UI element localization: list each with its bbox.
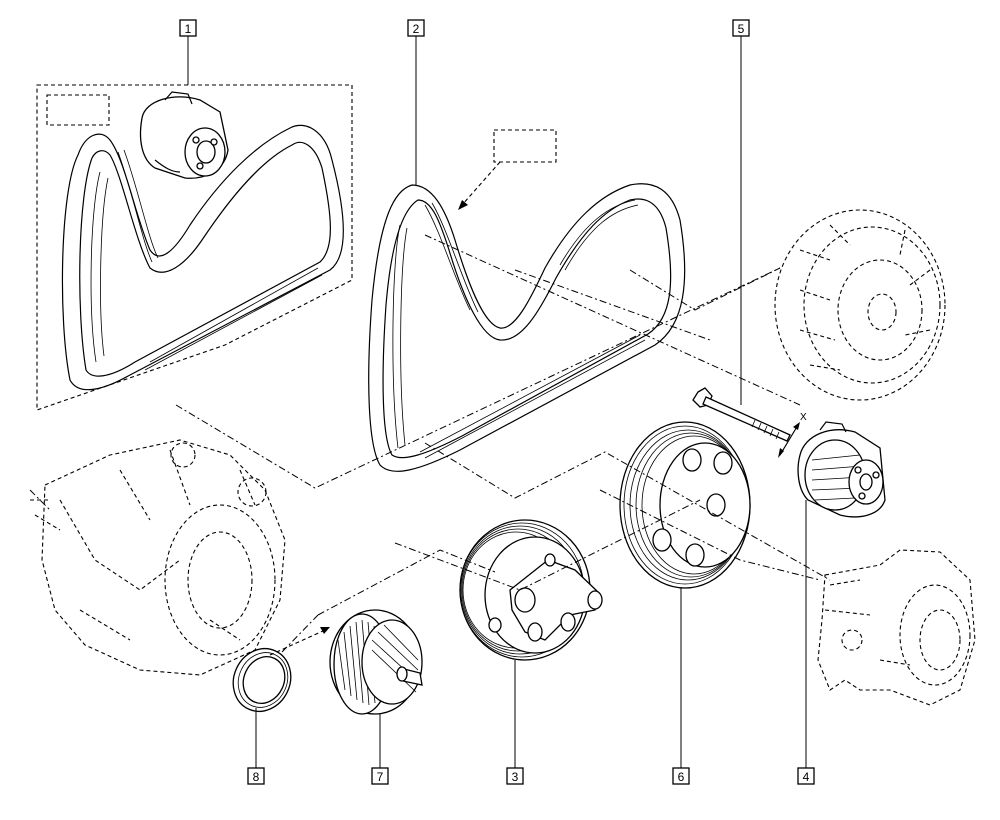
kit-boundary (36, 84, 353, 411)
callout-3-label: 3 (512, 770, 519, 784)
reference-box-belt (493, 129, 557, 163)
callout-4-label: 4 (803, 770, 810, 784)
callout-6: 6 (672, 767, 690, 785)
belt-tensioner (797, 421, 886, 518)
dimension-x: X (778, 412, 807, 458)
dimension-x-label: X (800, 412, 807, 423)
callout-3: 3 (506, 767, 524, 785)
alternator-phantom (30, 439, 286, 676)
reference-box-kit (46, 94, 110, 126)
alignment-lines (29, 234, 831, 653)
idler-pulley (329, 609, 423, 715)
callout-5-label: 5 (738, 22, 745, 36)
callout-8: 8 (247, 767, 265, 785)
reference-arrows (269, 161, 501, 656)
callout-2: 2 (407, 19, 425, 37)
seal-ring (232, 648, 292, 712)
crankshaft-pulley (619, 421, 751, 589)
power-steering-pump-phantom (817, 549, 976, 706)
idler-pulley-bracket (459, 519, 603, 661)
mounting-bolt (692, 387, 791, 442)
belt-kit-assembly (61, 91, 344, 391)
crankshaft-pulley-phantom (774, 209, 946, 401)
callout-7-label: 7 (377, 770, 384, 784)
callout-6-label: 6 (678, 770, 685, 784)
callout-1: 1 (179, 19, 197, 37)
callout-8-label: 8 (253, 770, 260, 784)
callout-4: 4 (797, 767, 815, 785)
callout-5: 5 (732, 19, 750, 37)
multi-rib-belt (368, 183, 686, 472)
callout-2-label: 2 (413, 22, 420, 36)
callout-7: 7 (371, 767, 389, 785)
leader-lines (187, 36, 807, 768)
callout-1-label: 1 (185, 22, 192, 36)
